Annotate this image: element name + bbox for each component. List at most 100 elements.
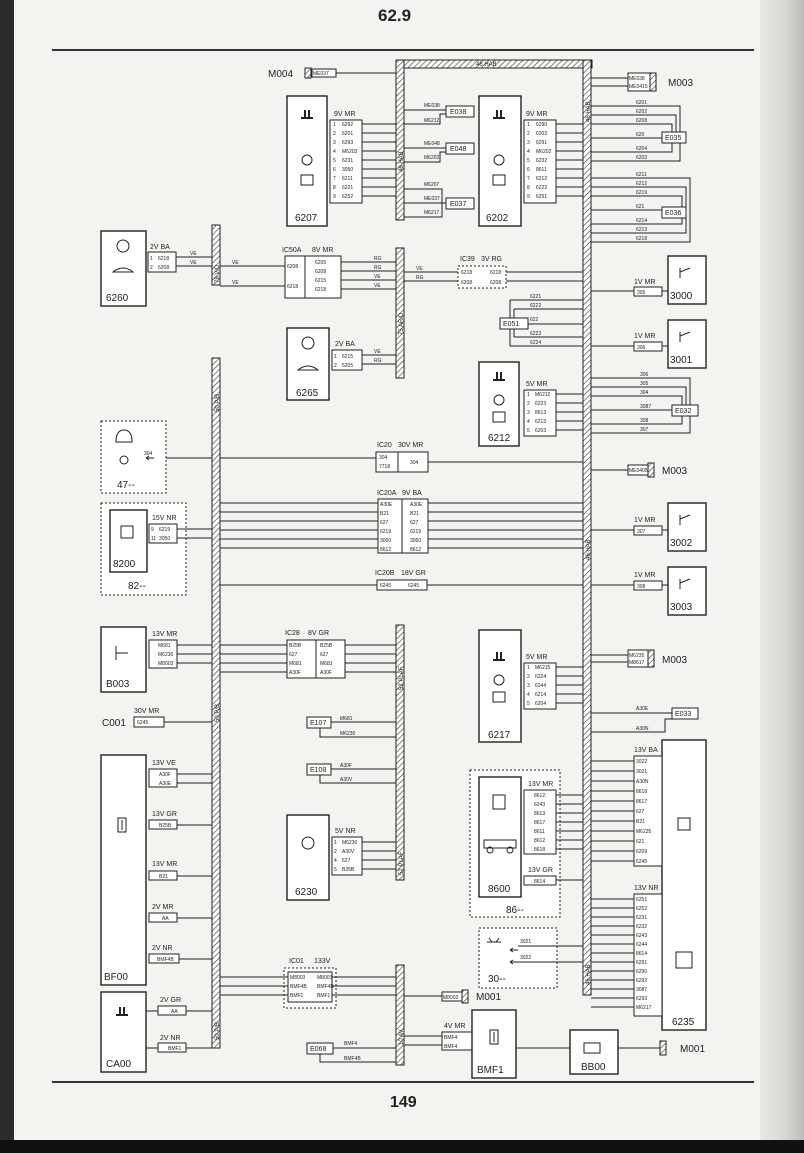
diagram-label: 9V BA — [402, 490, 422, 497]
diagram-label: 6202 — [486, 213, 509, 224]
diagram-label: 6217 — [488, 730, 511, 741]
diagram-label: 5V NR — [335, 828, 356, 835]
diagram-label: 6218 — [315, 287, 326, 293]
diagram-label: 6252 — [636, 906, 647, 912]
diagram-label: 6252 — [342, 194, 353, 200]
diagram-label: E037 — [450, 201, 466, 208]
diagram-label: 6219 — [636, 190, 647, 196]
splice-e032: 306 305 304 3087 308 307 E032 — [591, 372, 699, 434]
diagram-label: 6244 — [535, 683, 546, 689]
diagram-label: 3050 — [410, 538, 421, 544]
diagram-label: M003 — [668, 78, 693, 89]
page-number: 149 — [390, 1094, 417, 1111]
diagram-label: 8 — [333, 185, 336, 191]
diagram-label: C001 — [102, 718, 126, 729]
diagram-label: IC01 — [289, 958, 304, 965]
diagram-label: 6219 — [410, 529, 421, 535]
component-c001: 30V MR C001 6245 — [102, 708, 212, 729]
diagram-label: 6232 — [636, 924, 647, 930]
diagram-label: 3021 — [520, 939, 531, 945]
diagram-label: 6293 — [342, 140, 353, 146]
diagram-label: 5V MR — [526, 381, 547, 388]
diagram-label: IC50A — [282, 247, 302, 254]
diagram-label: M8617 — [629, 660, 645, 666]
diagram-label: 6218 — [158, 256, 169, 262]
diagram-label: 6291 — [636, 960, 647, 966]
diagram-label: 50 P/B — [215, 704, 221, 722]
diagram-label: A30E — [380, 502, 393, 508]
bus-10-av: 10 AV — [395, 964, 405, 1066]
diagram-label: E033 — [675, 711, 691, 718]
diagram-label: B21 — [380, 511, 389, 517]
diagram-label: M681 — [289, 661, 302, 667]
diagram-label: M6207 — [424, 182, 440, 188]
diagram-label: E035 — [665, 135, 681, 142]
diagram-label: RG — [416, 275, 424, 281]
diagram-label: M8003 — [317, 975, 333, 981]
diagram-label: M6215 — [535, 665, 551, 671]
diagram-label: B25B — [159, 823, 172, 829]
diagram-label: 6251 — [636, 897, 647, 903]
page-curl-shadow — [760, 0, 804, 1140]
diagram-label: 6222 — [530, 303, 541, 309]
diagram-label: B25B — [320, 643, 333, 649]
diagram-label: 622 — [530, 317, 539, 323]
diagram-label: 6245 — [408, 583, 419, 589]
component-3001: 1V MR 306 3001 — [591, 319, 707, 369]
diagram-label: 1 — [150, 256, 153, 262]
diagram-label: E048 — [450, 146, 466, 153]
diagram-label: RG — [374, 256, 382, 262]
diagram-label: B21 — [410, 511, 419, 517]
diagram-label: 6203 — [636, 155, 647, 161]
diagram-label: 13V BA — [634, 747, 658, 754]
diagram-label: 3050 — [380, 538, 391, 544]
splice-e035: 6201 6202 6208 620 6204 6203 E035 — [591, 100, 687, 162]
diagram-label: 6218 — [490, 270, 501, 276]
diagram-label: AA — [162, 916, 169, 922]
diagram-label: 10 AV — [399, 1029, 405, 1045]
component-b003: B003 13V MR M681 M6230 M8003 — [100, 626, 212, 693]
diagram-label: M001 — [680, 1044, 705, 1055]
splice-e048: ME048 M6202 E048 — [404, 141, 475, 163]
diagram-label: A30V — [340, 777, 353, 783]
diagram-label: B21 — [159, 874, 168, 880]
diagram-label: 6245 — [380, 583, 391, 589]
diagram-label: E108 — [310, 767, 326, 774]
diagram-label: 2V NR — [160, 1035, 181, 1042]
diagram-label: 46 HAB — [586, 101, 592, 122]
diagram-label: VE — [416, 266, 423, 272]
diagram-label: 6243 — [636, 933, 647, 939]
diagram-label: 6231 — [342, 158, 353, 164]
diagram-label: E107 — [310, 720, 326, 727]
bus-52-plaf: 52 PLAF 52 PLAF — [395, 624, 405, 881]
diagram-label: 7 — [333, 176, 336, 182]
diagram-label: 627 — [410, 520, 419, 526]
diagram-label: A30N — [636, 779, 649, 785]
diagram-label: A30E — [410, 502, 423, 508]
diagram-label: 306 — [637, 345, 646, 351]
diagram-label: 3022 — [636, 759, 647, 765]
diagram-label: 621 — [636, 839, 645, 845]
diagram-label: 8612 — [410, 547, 421, 553]
diagram-label: B003 — [106, 679, 130, 690]
diagram-label: 2V BA — [335, 341, 355, 348]
diagram-label: A30E — [636, 706, 649, 712]
diagram-label: ME037 — [424, 196, 440, 202]
diagram-label: 9 — [527, 194, 530, 200]
bus-50-pb: 50 P/B 50 P/B 50 P/B — [211, 357, 221, 1049]
diagram-label: 1 — [334, 840, 337, 846]
diagram-label: M6202 — [536, 149, 552, 155]
diagram-label: 6208 — [461, 280, 472, 286]
diagram-label: 46 HAB — [476, 62, 497, 68]
bus-46-hab-top: 46 HAB — [395, 59, 593, 69]
diagram-label: M6217 — [424, 210, 440, 216]
diagram-label: 6221 — [342, 185, 353, 191]
component-ca00: CA00 2V GR AA 2V NR BMF1 — [100, 991, 212, 1073]
diagram-label: 4 — [333, 149, 336, 155]
diagram-label: BMF1 — [290, 993, 304, 999]
diagram-label: VE — [190, 260, 197, 266]
